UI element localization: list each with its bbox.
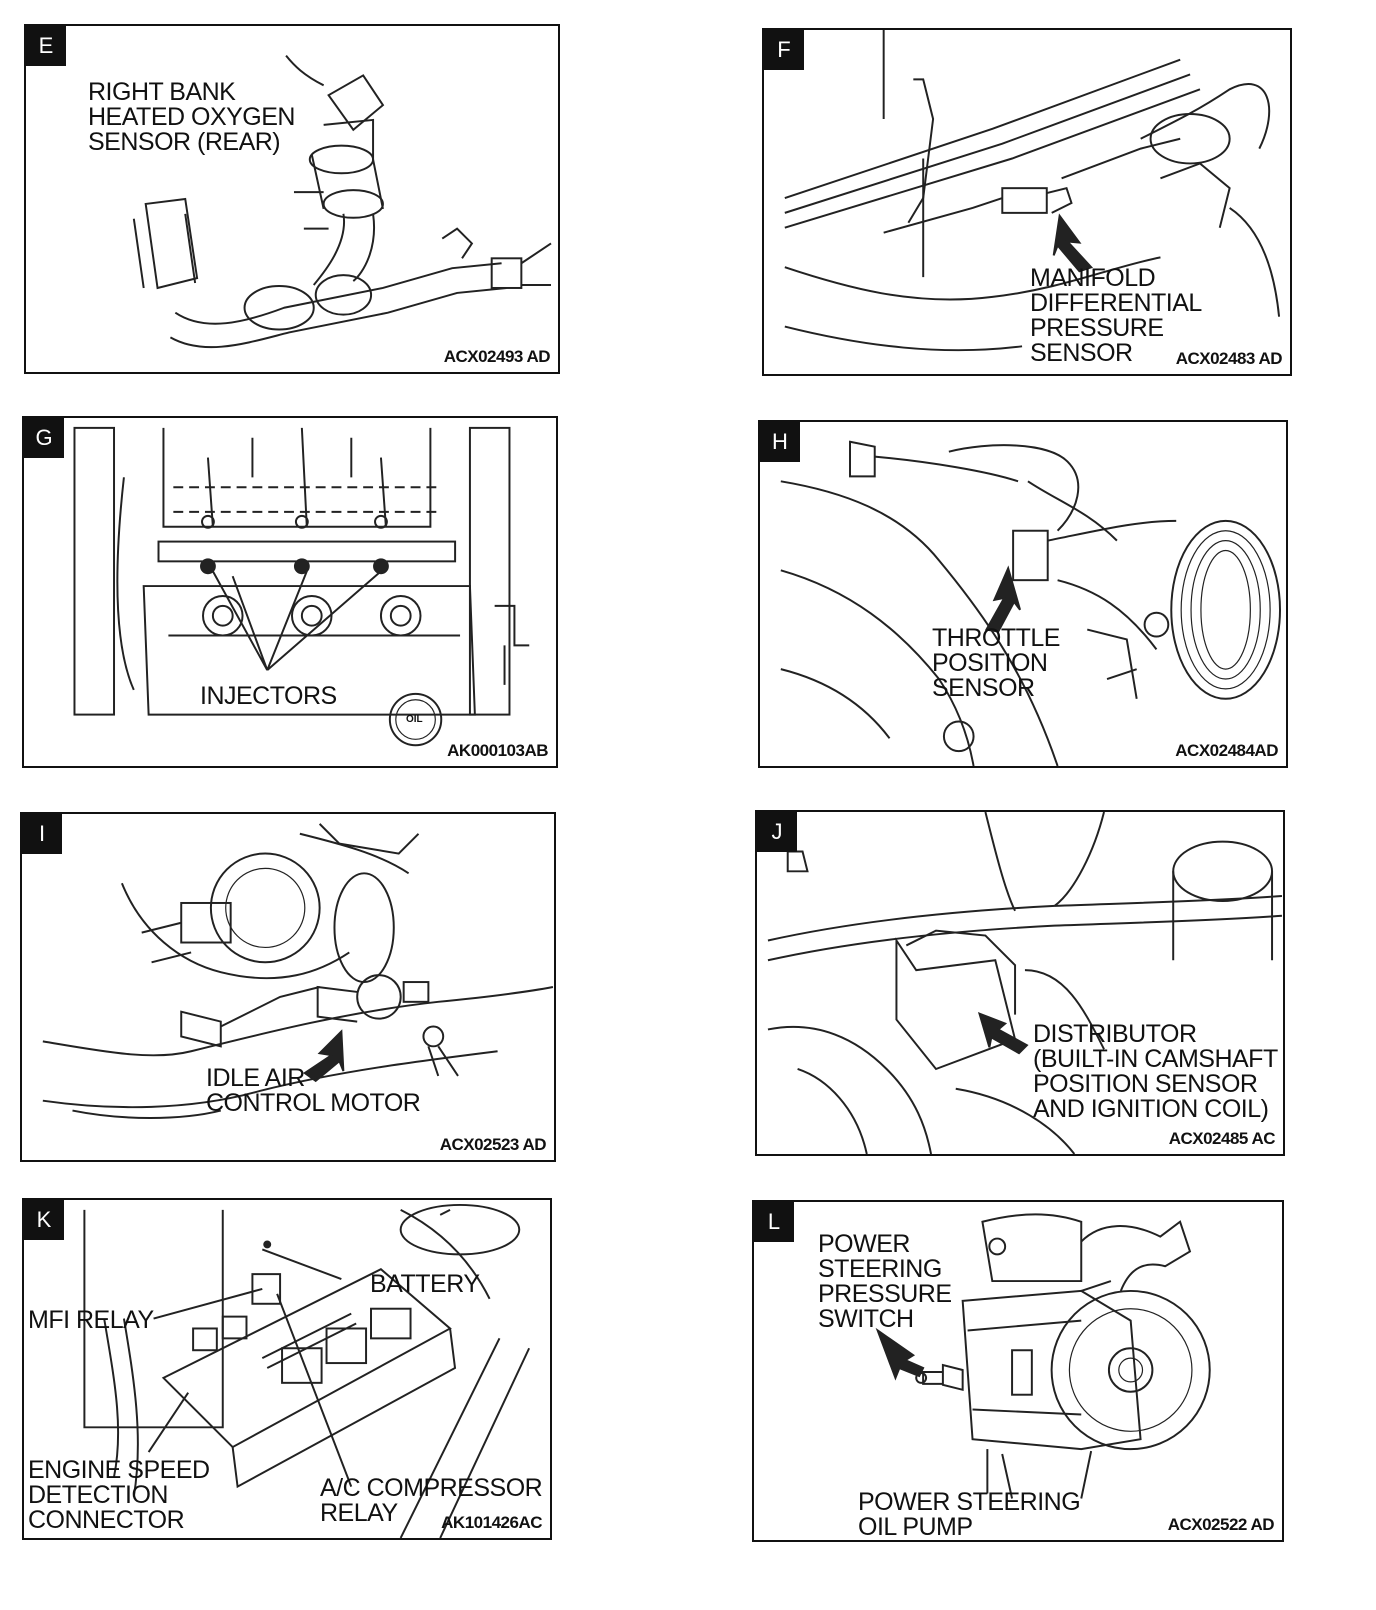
figure-code: ACX02483 AD: [1175, 349, 1283, 368]
panel-letter: E: [26, 26, 66, 66]
figure-code: ACX02484AD: [1175, 741, 1278, 760]
panel-letter: F: [764, 30, 804, 70]
panel-letter: I: [22, 814, 62, 854]
sensor-label: INJECTORS: [200, 682, 337, 710]
figure-code: ACX02493 AD: [443, 347, 551, 366]
panel-letter: H: [760, 422, 800, 462]
figure-code: ACX02485 AC: [1168, 1129, 1276, 1148]
power-steering-pump-illustration: [875, 1213, 1211, 1499]
figure-code: ACX02523 AD: [439, 1135, 547, 1154]
figure-code: AK101426AC: [441, 1513, 542, 1532]
mfi-relay-label: MFI RELAY: [28, 1306, 154, 1334]
panel-letter: L: [754, 1202, 794, 1242]
relay-box-illustration: [83, 1203, 531, 1538]
throttle-body-illustration: [780, 440, 1281, 766]
battery-label: BATTERY: [370, 1270, 480, 1298]
panel-g: G INJECTORS OIL AK000103AB: [22, 416, 558, 768]
panel-letter: G: [24, 418, 64, 458]
figure-code: ACX02522 AD: [1167, 1515, 1275, 1534]
oil-cap-label: OIL: [406, 714, 423, 725]
panel-letter: J: [757, 812, 797, 852]
exhaust-catalyst-illustration: [132, 55, 552, 349]
distributor-illustration: [767, 812, 1283, 1154]
figure-code: AK000103AB: [447, 741, 548, 760]
idle-air-motor-illustration: [42, 823, 554, 1119]
engine-injectors-illustration: [73, 426, 530, 747]
intake-sensor-illustration: [784, 30, 1281, 352]
panel-letter: K: [24, 1200, 64, 1240]
